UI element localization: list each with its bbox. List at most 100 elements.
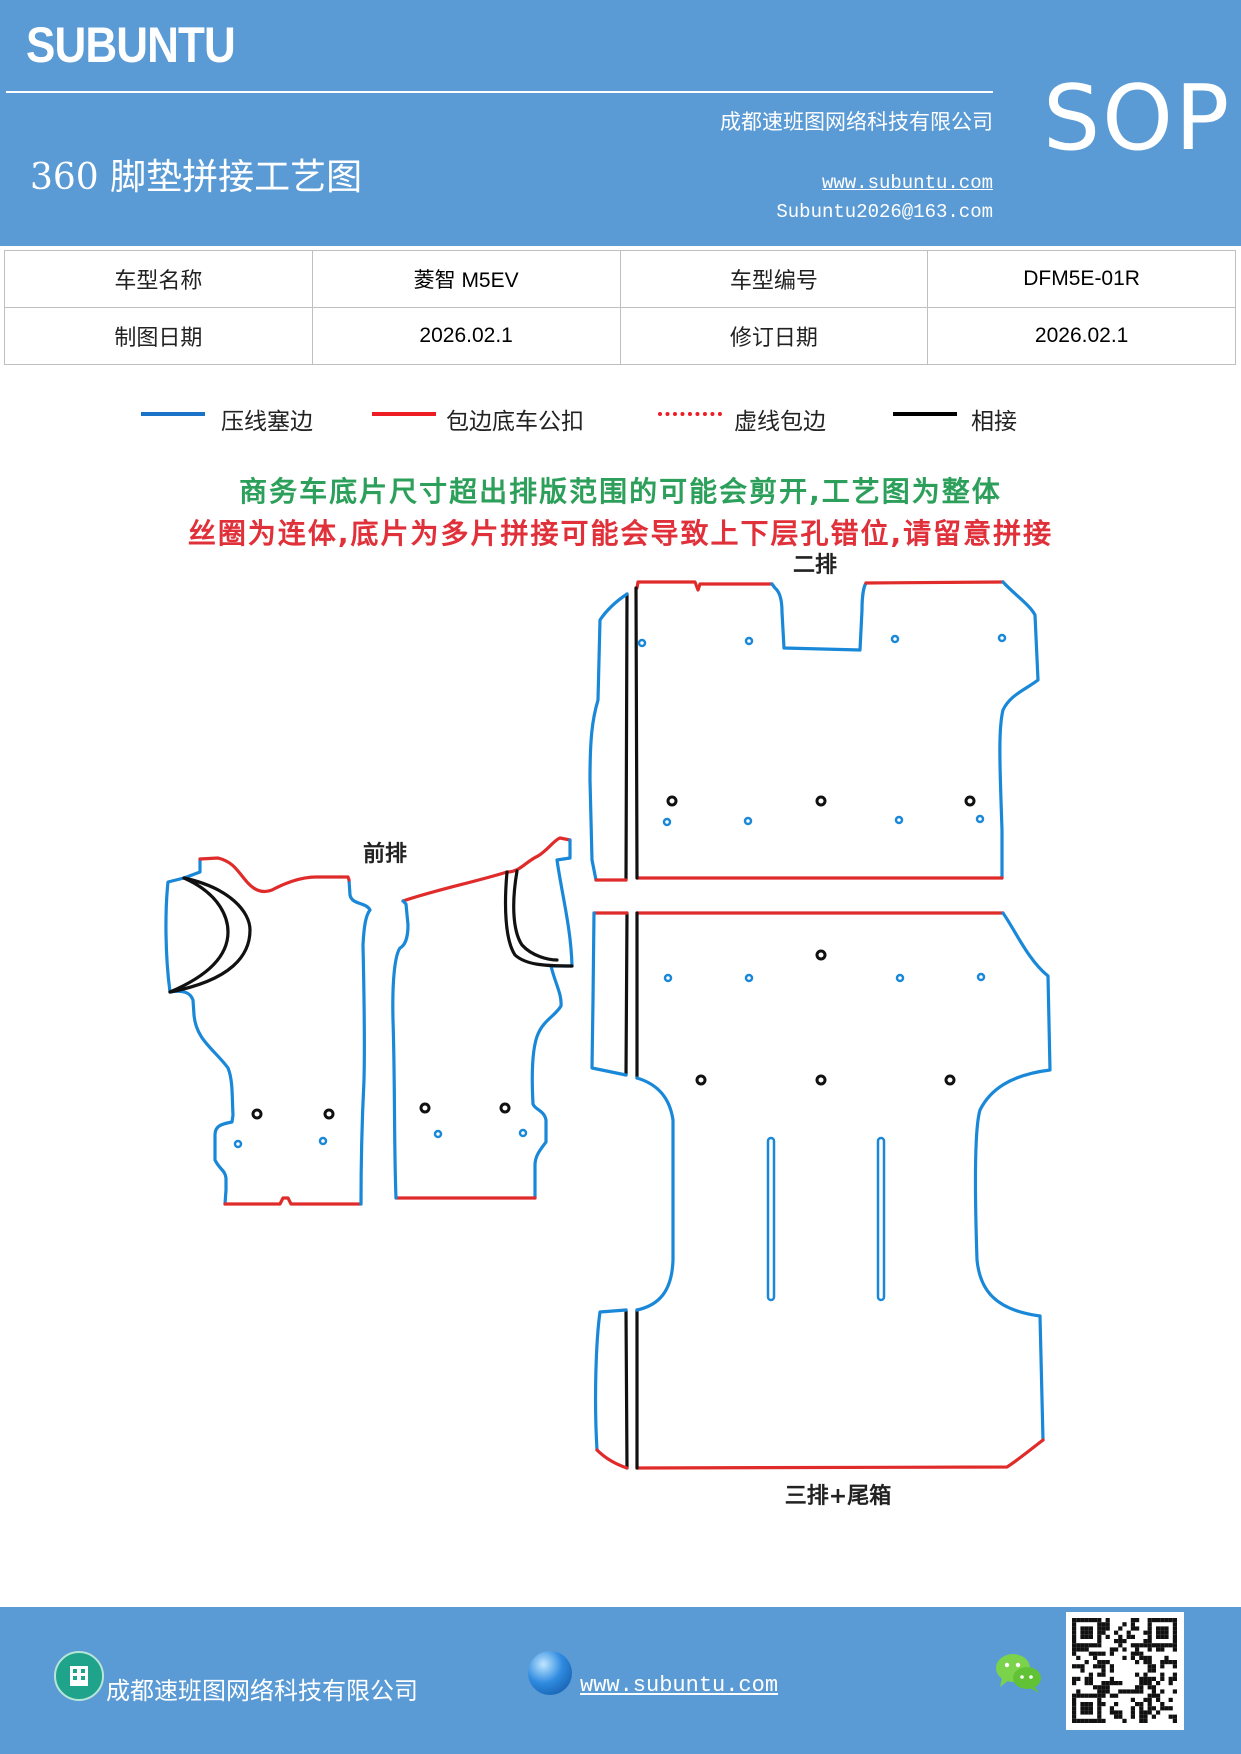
- mounting-hole: [895, 973, 905, 983]
- third-row-side-strip-lower: [593, 1308, 628, 1452]
- third-row-left-waist: [635, 1076, 675, 1312]
- header-banner: SUBUNTU 成都速班图网络科技有限公司 360 脚垫拼接工艺图 www.su…: [0, 0, 1241, 246]
- mounting-hole: [251, 1108, 263, 1120]
- table-cell-label: 车型编号: [619, 250, 929, 308]
- label-second-row: 二排: [793, 553, 837, 578]
- legend-swatch: [372, 412, 436, 416]
- mounting-hole: [744, 636, 754, 646]
- second-row-side-join: [624, 592, 629, 882]
- mounting-hole: [815, 795, 827, 807]
- second-row-top-edge-right: [864, 580, 1005, 585]
- mounting-hole: [323, 1108, 335, 1120]
- mounting-hole: [815, 949, 827, 961]
- footer-banner: 成都速班图网络科技有限公司 www.subuntu.com: [0, 1607, 1241, 1754]
- seat-rail-slot: [876, 1136, 886, 1302]
- mounting-hole: [695, 1074, 707, 1086]
- mounting-hole: [964, 795, 976, 807]
- front-left-top-edge: [198, 856, 351, 894]
- mounting-hole: [663, 973, 673, 983]
- mounting-hole: [743, 816, 753, 826]
- mounting-hole: [815, 1074, 827, 1086]
- mounting-hole: [976, 972, 986, 982]
- mounting-hole: [890, 634, 900, 644]
- legend-label: 虚线包边: [734, 409, 826, 435]
- table-cell-value: DFM5E-01R: [927, 250, 1236, 308]
- table-cell-value: 2026.02.1: [311, 307, 621, 365]
- mounting-hole: [666, 795, 678, 807]
- mounting-hole: [894, 815, 904, 825]
- globe-icon: [528, 1651, 572, 1695]
- third-row-side-strip-lower-corner: [595, 1448, 629, 1470]
- third-row-trunk-bottom-edge: [635, 1438, 1045, 1470]
- mounting-hole: [318, 1136, 328, 1146]
- second-row-right-edge: [998, 580, 1040, 880]
- mounting-hole: [419, 1102, 431, 1114]
- table-cell-label: 制图日期: [4, 307, 313, 365]
- email-address: Subuntu2026@163.com: [776, 201, 993, 223]
- legend-swatch: [141, 412, 205, 416]
- front-right-mat: [391, 836, 574, 1200]
- third-row-trunk-mat: [590, 911, 1052, 1470]
- second-row-top-edge-left: [635, 580, 774, 592]
- label-third-row-trunk: 三排+尾箱: [785, 1483, 891, 1509]
- front-right-inner-edge: [391, 899, 410, 1200]
- third-row-side-strip-upper: [590, 911, 628, 1077]
- table-row: 制图日期 2026.02.1 修订日期 2026.02.1: [4, 307, 1236, 365]
- third-row-side-join-lower: [624, 1308, 629, 1470]
- label-front-row: 前排: [363, 841, 407, 867]
- table-cell-value: 2026.02.1: [927, 307, 1236, 365]
- front-right-outer-edge: [530, 838, 574, 1200]
- table-cell-label: 修订日期: [619, 307, 929, 365]
- footer-company-name: 成都速班图网络科技有限公司: [106, 1677, 418, 1705]
- legend-swatch: [658, 412, 722, 416]
- notice-green: 商务车底片尺寸超出排版范围的可能会剪开,工艺图为整体: [239, 475, 1002, 508]
- mounting-hole: [499, 1102, 511, 1114]
- wechat-icon[interactable]: [994, 1651, 1044, 1695]
- legend-swatch: [893, 412, 957, 416]
- legend-label: 相接: [971, 409, 1017, 435]
- front-left-edge: [164, 857, 235, 1206]
- third-row-side-join-upper: [624, 911, 629, 1077]
- front-left-inner-edge: [347, 878, 372, 1206]
- mounting-hole: [637, 638, 647, 648]
- footer-website-link[interactable]: www.subuntu.com: [580, 1673, 779, 1698]
- website-link[interactable]: www.subuntu.com: [821, 172, 993, 194]
- front-right-join-outer: [503, 870, 574, 968]
- second-row-join-line: [634, 586, 639, 880]
- front-left-join-arc-inner: [168, 876, 230, 994]
- mounting-hole: [944, 1074, 956, 1086]
- front-right-join-inner: [512, 869, 559, 962]
- legend-label: 包边底车公扣: [446, 409, 584, 435]
- line-legend: 压线塞边 包边底车公扣 虚线包边 相接: [0, 402, 1241, 442]
- table-row: 车型名称 菱智 M5EV 车型编号 DFM5E-01R: [4, 250, 1236, 308]
- company-name: 成都速班图网络科技有限公司: [720, 110, 993, 134]
- front-left-mat: [164, 856, 372, 1206]
- building-icon: [54, 1651, 104, 1701]
- brand-logo: SUBUNTU: [26, 17, 236, 73]
- second-row-seat-notch: [770, 581, 868, 652]
- page-title: 360 脚垫拼接工艺图: [30, 157, 363, 198]
- front-left-bottom-edge: [223, 1196, 363, 1206]
- second-row-mat: [588, 580, 1040, 882]
- mounting-hole: [233, 1139, 243, 1149]
- sop-badge: SOP: [1043, 66, 1232, 171]
- mounting-hole: [662, 817, 672, 827]
- mounting-hole: [518, 1128, 528, 1138]
- legend-label: 压线塞边: [221, 409, 313, 435]
- header-divider: [6, 91, 993, 93]
- mounting-hole: [433, 1129, 443, 1139]
- qr-code: [1066, 1612, 1184, 1730]
- table-cell-value: 菱智 M5EV: [311, 250, 621, 308]
- vehicle-info-table: 车型名称 菱智 M5EV 车型编号 DFM5E-01R 制图日期 2026.02…: [4, 250, 1236, 365]
- mounting-hole: [975, 814, 985, 824]
- seat-rail-slot: [766, 1136, 776, 1302]
- notice-red: 丝圈为连体,底片为多片拼接可能会导致上下层孔错位,请留意拼接: [187, 517, 1054, 550]
- mounting-hole: [997, 633, 1007, 643]
- front-left-join-arc-outer: [168, 876, 252, 994]
- floor-mat-diagram: 二排 前排 三排+尾箱: [164, 553, 1052, 1509]
- third-row-right-edge: [973, 911, 1052, 1442]
- second-row-side-strip: [588, 592, 629, 882]
- mounting-hole: [744, 973, 754, 983]
- table-cell-label: 车型名称: [4, 250, 313, 308]
- front-right-top-edge: [401, 836, 572, 903]
